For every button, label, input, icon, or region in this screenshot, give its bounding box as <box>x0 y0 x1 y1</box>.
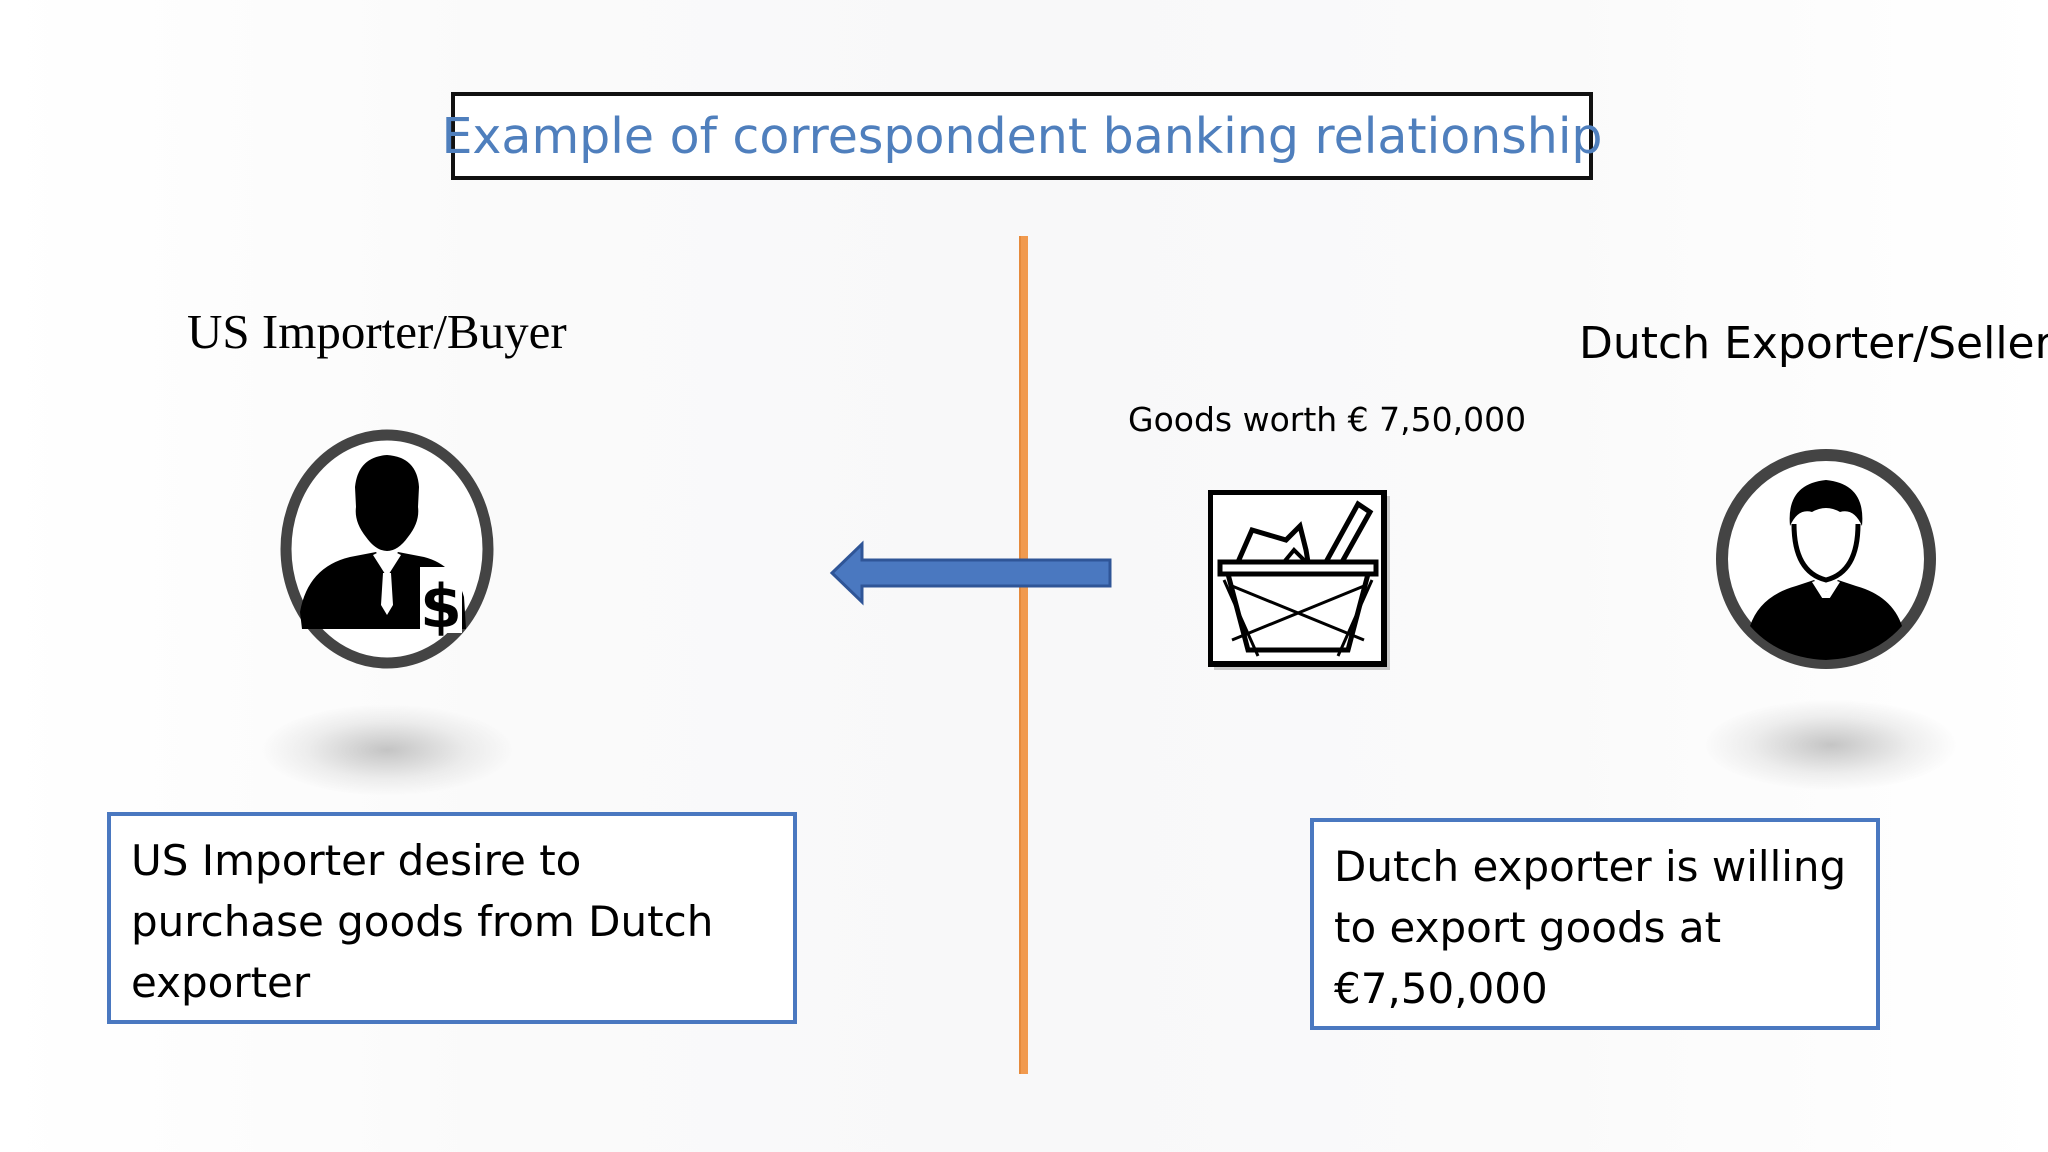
importer-description-line: exporter <box>131 958 311 1007</box>
importer-label: US Importer/Buyer <box>187 304 567 359</box>
exporter-description: Dutch exporter is willing to export good… <box>1310 818 1880 1030</box>
diagram-title: Example of correspondent banking relatio… <box>441 107 1603 165</box>
exporter-description-line: €7,50,000 <box>1334 964 1548 1013</box>
goods-basket-icon <box>1208 490 1390 670</box>
exporter-label: Dutch Exporter/Seller <box>1579 318 2048 369</box>
goods-label: Goods worth € 7,50,000 <box>1128 400 1527 439</box>
exporter-description-line: Dutch exporter is willing <box>1334 842 1847 891</box>
importer-description-line: US Importer desire to <box>131 836 582 885</box>
importer-description-line: purchase goods from Dutch <box>131 897 714 946</box>
svg-text:$: $ <box>420 572 462 642</box>
importer-shadow <box>262 705 512 795</box>
title-box: Example of correspondent banking relatio… <box>441 92 1603 180</box>
importer-description: US Importer desire to purchase goods fro… <box>107 812 797 1024</box>
businessman-dollar-icon: $ <box>280 429 494 669</box>
vertical-divider <box>1019 236 1028 1074</box>
left-arrow-icon <box>829 540 1112 606</box>
exporter-description-line: to export goods at <box>1334 903 1722 952</box>
exporter-shadow <box>1706 700 1956 790</box>
businessman-icon <box>1716 449 1936 669</box>
